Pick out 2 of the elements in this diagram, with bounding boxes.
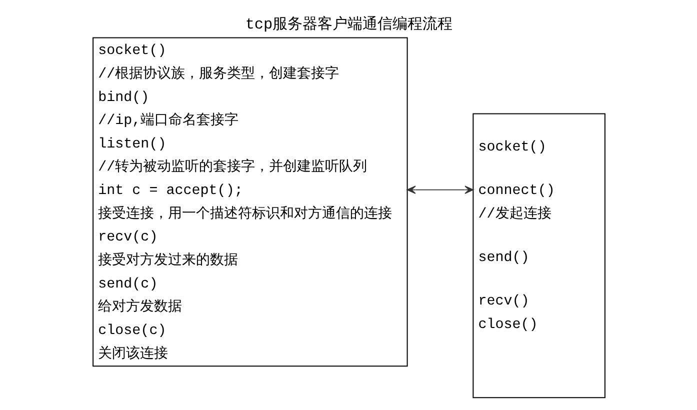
arrow bbox=[406, 186, 474, 194]
diagram-title: tcp服务器客户端通信编程流程 bbox=[244, 16, 452, 34]
